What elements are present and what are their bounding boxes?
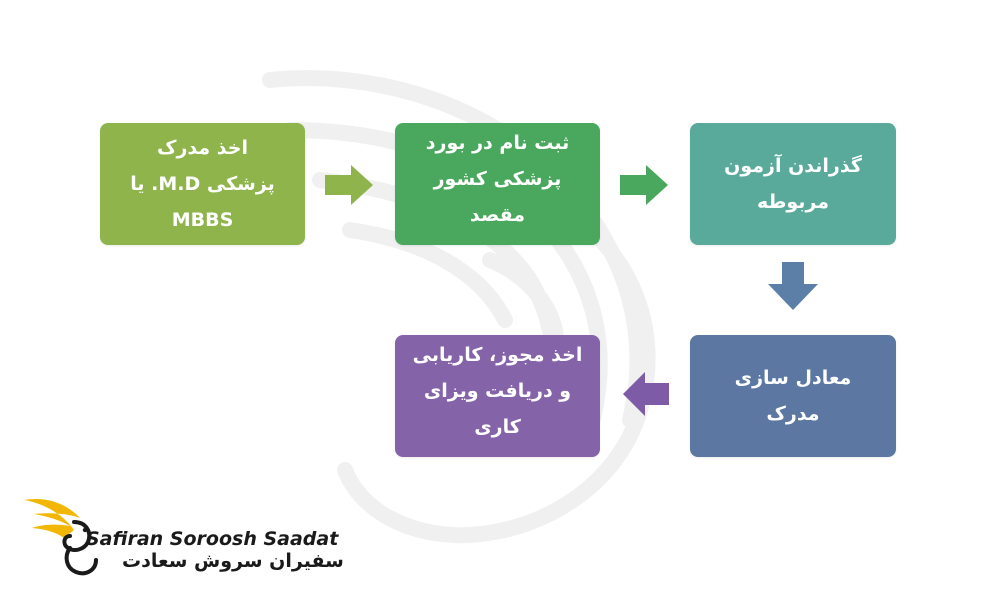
- step-box-2: ثبت نام در بورد پزشکی کشور مقصد: [395, 123, 600, 245]
- step-box-5: اخذ مجوز، کاریابی و دریافت ویزای کاری: [395, 335, 600, 457]
- step-4-text: معادل سازی مدرک: [734, 367, 852, 425]
- logo-name-persian: سفیران سروش سعادت: [122, 550, 344, 572]
- arrow-down-icon: [768, 262, 818, 310]
- arrow-left-icon: [623, 372, 669, 416]
- golden-wing-logo-icon: [24, 498, 98, 576]
- company-logo: Safiran Soroosh Saadat سفیران سروش سعادت: [22, 492, 344, 582]
- logo-name-english: Safiran Soroosh Saadat: [86, 528, 339, 550]
- arrow-right-icon: [620, 165, 668, 205]
- step-1-text: اخذ مدرک پزشکی M.D. یا MBBS: [130, 137, 275, 231]
- wing-watermark-icon: [262, 70, 656, 544]
- step-5-text: اخذ مجوز، کاریابی و دریافت ویزای کاری: [412, 344, 583, 438]
- step-box-1: اخذ مدرک پزشکی M.D. یا MBBS: [100, 123, 305, 245]
- step-3-text: گذراندن آزمون مربوطه: [724, 155, 862, 213]
- arrow-right-icon: [325, 165, 373, 205]
- step-box-3: گذراندن آزمون مربوطه: [690, 123, 896, 245]
- step-box-4: معادل سازی مدرک: [690, 335, 896, 457]
- step-2-text: ثبت نام در بورد پزشکی کشور مقصد: [425, 132, 570, 226]
